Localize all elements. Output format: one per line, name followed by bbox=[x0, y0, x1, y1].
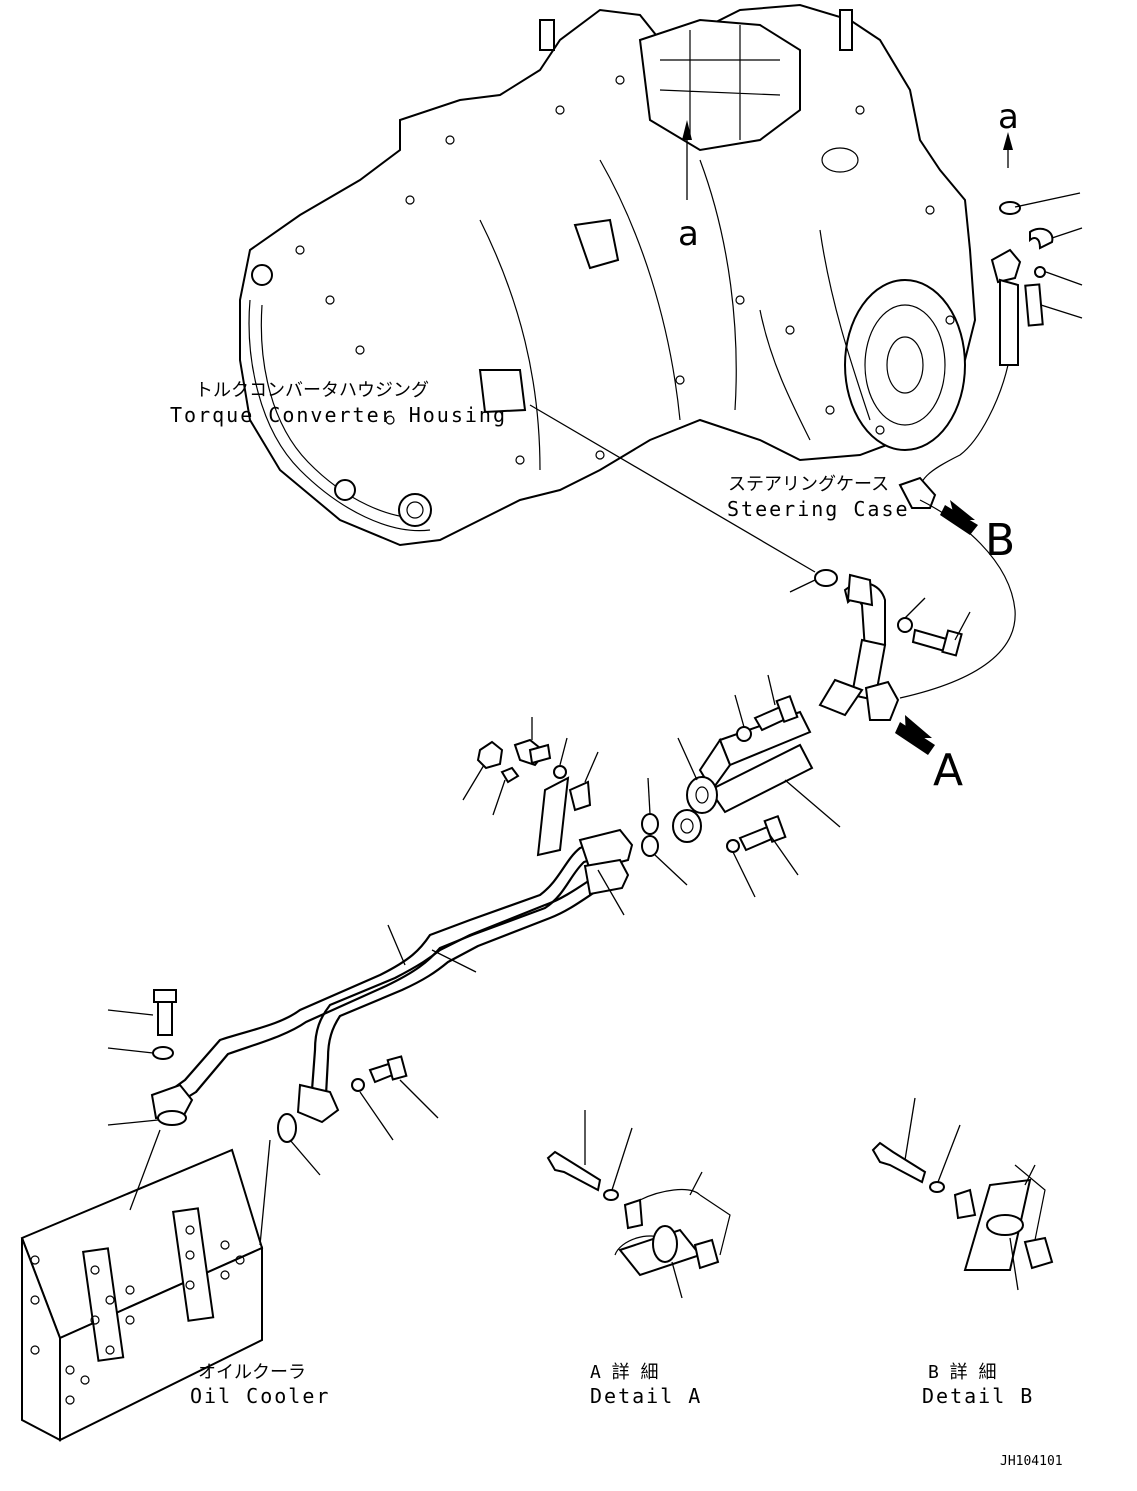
ref-a-label-housing: a bbox=[678, 214, 699, 254]
oil-cooler-label-jp: オイルクーラ bbox=[198, 1362, 306, 1383]
pipe-lines bbox=[150, 828, 634, 1124]
bracket-group bbox=[462, 717, 599, 857]
ref-arrow-a-housing: a bbox=[678, 120, 699, 254]
leader-housing-oring bbox=[529, 404, 816, 573]
oil-cooler: オイルクーラ Oil Cooler bbox=[20, 1129, 330, 1442]
steering-case-label-en: Steering Case bbox=[727, 497, 910, 521]
clamp-b: B bbox=[898, 476, 1015, 566]
detail-b-label-en: Detail B bbox=[922, 1384, 1034, 1408]
detail-a-label-en: Detail A bbox=[590, 1384, 702, 1408]
drawing-id: JH104101 bbox=[1000, 1454, 1063, 1469]
transmission-housing bbox=[239, 3, 977, 547]
ref-a-label-right: a bbox=[998, 97, 1019, 137]
torque-converter-label-jp: トルクコンバータハウジング bbox=[195, 380, 429, 401]
oil-cooler-label-en: Oil Cooler bbox=[190, 1384, 330, 1408]
view-a-label: A bbox=[933, 745, 963, 796]
hose-assembly: A bbox=[641, 499, 1016, 898]
view-b-label: B bbox=[985, 515, 1015, 566]
detail-a-label-jp: A 詳 細 bbox=[590, 1362, 659, 1383]
cooler-bolts bbox=[107, 989, 439, 1176]
detail-b-label-jp: B 詳 細 bbox=[928, 1362, 997, 1383]
torque-converter-housing-label: トルクコンバータハウジング Torque Converter Housing bbox=[170, 380, 507, 427]
steering-case-fittings bbox=[918, 192, 1083, 501]
detail-b: B 詳 細 Detail B bbox=[871, 1097, 1054, 1408]
steering-case-label: ステアリングケース Steering Case bbox=[727, 474, 910, 521]
detail-a: A 詳 細 Detail A bbox=[546, 1110, 731, 1408]
torque-converter-label-en: Torque Converter Housing bbox=[170, 403, 507, 427]
ref-arrow-a-right: a bbox=[998, 97, 1019, 168]
steering-case-label-jp: ステアリングケース bbox=[728, 474, 889, 495]
